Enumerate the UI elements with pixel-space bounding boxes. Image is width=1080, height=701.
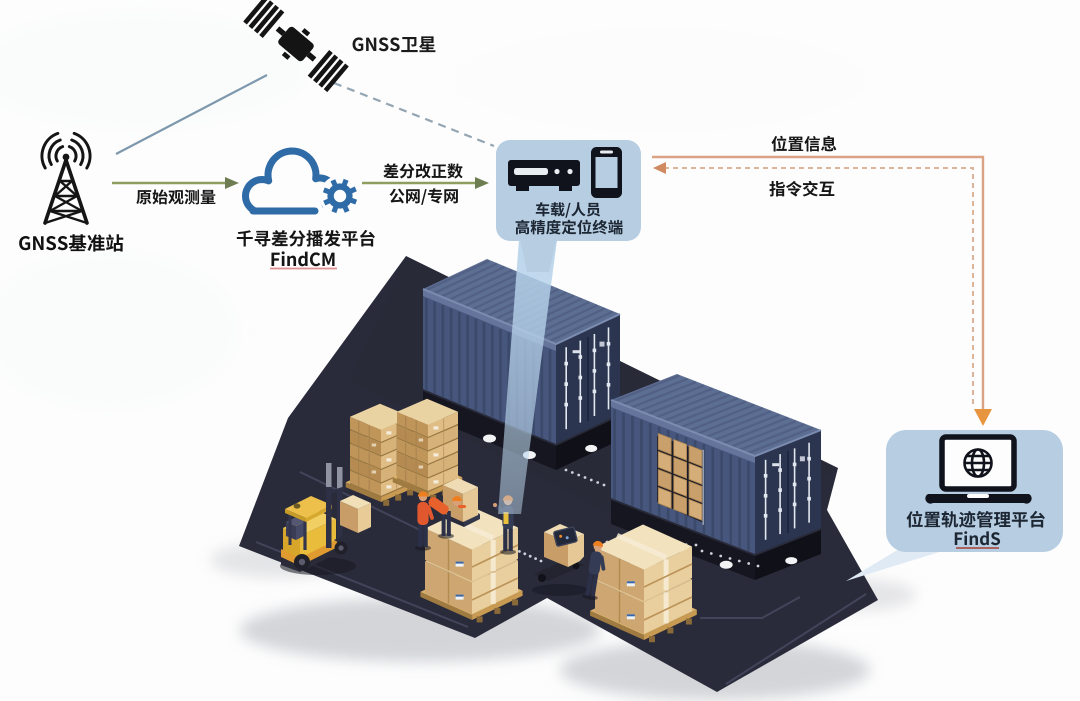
warehouse-floor	[239, 256, 878, 692]
cloud-terminal-link-label1: 差分改正数	[383, 163, 463, 179]
background-tint	[0, 10, 870, 410]
cloud-platform-name: 千寻差分播发平台	[236, 229, 375, 247]
smartphone-icon	[591, 147, 622, 198]
link-platform-terminal	[653, 162, 974, 406]
terminal-label-line2: 高精度定位终端	[515, 219, 623, 235]
management-platform-name: 位置轨迹管理平台	[906, 510, 1045, 528]
position-info-label: 位置信息	[771, 135, 837, 152]
satellite-label: GNSS卫星	[352, 36, 436, 53]
terminal-label-line1: 车载/人员	[535, 202, 601, 218]
link-cloud-terminal	[362, 177, 489, 189]
satellite-icon	[243, 0, 349, 93]
pallet-jack-group	[532, 524, 606, 600]
management-platform-product: FindS	[954, 531, 1001, 546]
positioning-beam	[498, 240, 557, 514]
platform-bubble-tail	[846, 549, 949, 581]
pallet-jack-operator	[581, 540, 606, 600]
station-cloud-link-label: 原始观测量	[136, 189, 216, 205]
crate-stack-right	[392, 398, 463, 501]
worker-pair-left	[415, 491, 434, 551]
management-platform-node	[846, 430, 1063, 581]
forklift	[280, 463, 371, 575]
terminal-node	[496, 140, 641, 272]
warehouse-scene	[210, 256, 916, 700]
laptop-globe-icon	[925, 434, 1032, 504]
shipping-container-right	[610, 374, 822, 580]
labels: GNSS卫星 GNSS基准站 原始观测量千寻差分播发平台 FindCM 差分改正数公网/…	[19, 36, 1045, 546]
big-box-stack-center	[420, 506, 523, 623]
big-box-stack-right	[590, 524, 697, 643]
radio-tower-icon	[40, 131, 92, 225]
cloud-platform-product: FindCM	[271, 251, 335, 267]
link-satellite-station	[115, 74, 268, 155]
cloud-gear-icon	[242, 147, 361, 217]
safety-vest-stripe	[503, 512, 509, 524]
cloud-terminal-link-label2: 公网/专网	[389, 188, 458, 205]
link-terminal-platform	[652, 155, 992, 426]
link-station-cloud	[112, 177, 239, 189]
receiver-box-icon	[508, 160, 580, 191]
command-link-label: 指令交互	[769, 180, 835, 197]
base-station-label: GNSS基准站	[19, 234, 124, 252]
terminal-bubble-tail	[520, 238, 557, 272]
link-satellite-terminal	[333, 81, 495, 148]
worker-bending	[428, 496, 466, 539]
